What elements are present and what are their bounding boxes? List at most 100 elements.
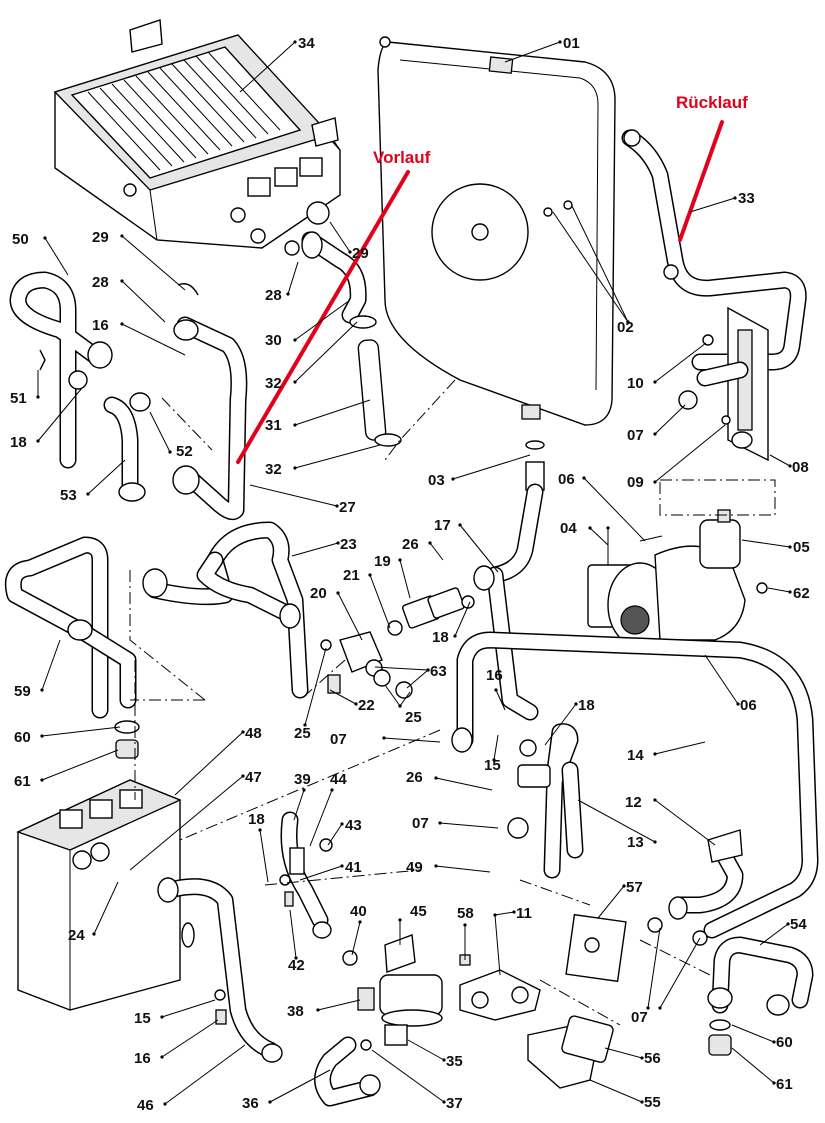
leader-dot-p09: [653, 480, 657, 484]
leader-dot-p15a: [492, 758, 496, 762]
part-label-p54: 54: [790, 916, 807, 933]
leader-dot-p18d: [258, 828, 262, 832]
leader-line-p04: [589, 527, 609, 546]
part-label-p16b: 16: [486, 667, 503, 684]
leader-line-p41: [299, 865, 343, 881]
leader-dot-p04-1: [606, 526, 610, 530]
part-label-p12: 12: [625, 794, 642, 811]
leader-line-p43: [327, 823, 343, 846]
part-label-p18d: 18: [248, 811, 265, 828]
pipe-13: [507, 723, 584, 879]
part-label-p23: 23: [340, 536, 357, 553]
pipe-12: [647, 829, 744, 946]
leader-line-p12: [654, 799, 716, 846]
leader-dot-p07a: [653, 432, 657, 436]
leader-dot-p59: [40, 688, 44, 692]
leader-line-p19: [399, 559, 411, 599]
leader-line-p46: [164, 1044, 246, 1105]
leader-line-p32b: [294, 444, 381, 469]
leader-line-p35: [407, 1039, 445, 1061]
leader-dot-p32b: [293, 466, 297, 470]
bracket-08: [678, 306, 769, 462]
leader-line-p53: [87, 459, 126, 495]
part-label-p06b: 06: [740, 697, 757, 714]
part-label-p19: 19: [374, 553, 391, 570]
part-label-p39: 39: [294, 771, 311, 788]
pipe-59: [4, 536, 140, 759]
leader-line-p63: [374, 666, 429, 671]
leader-line-p48: [174, 731, 244, 796]
leader-dot-p27: [335, 504, 339, 508]
leader-line-p06b: [704, 654, 739, 705]
part-label-p27: 27: [339, 499, 356, 516]
part-label-p09: 09: [627, 474, 644, 491]
pipe-31: [349, 315, 402, 447]
leader-dot-p19: [398, 558, 402, 562]
leader-dot-p37: [442, 1100, 446, 1104]
leader-line-p26b: [435, 777, 493, 791]
leader-line-p55: [589, 1079, 643, 1103]
leader-line-p39: [293, 789, 305, 821]
leader-dot-p11: [512, 910, 516, 914]
leader-line-p03: [452, 454, 531, 480]
part-label-p07d: 07: [631, 1009, 648, 1026]
leader-line-p26a: [429, 542, 444, 561]
leader-line-p22: [329, 689, 357, 705]
leader-dot-p39: [302, 788, 306, 792]
leader-dot-p12: [653, 798, 657, 802]
part-label-p49: 49: [406, 859, 423, 876]
leader-line-p61b: [731, 1047, 775, 1084]
leader-line-p25b: [384, 684, 401, 707]
leader-line-p60b: [731, 1024, 775, 1043]
leader-line-p56: [604, 1047, 643, 1059]
leader-dot-p25a: [303, 723, 307, 727]
leader-dot-p38: [316, 1008, 320, 1012]
leader-dot-p50: [43, 236, 47, 240]
leader-lines: [36, 40, 792, 1106]
expansion-tank-01: [377, 36, 616, 426]
leader-dot-p26a: [428, 541, 432, 545]
part-label-p21: 21: [343, 567, 360, 584]
part-label-p41: 41: [345, 859, 362, 876]
leader-dot-p15b: [160, 1015, 164, 1019]
leader-line-p16b: [495, 689, 506, 711]
leader-dot-p60b: [772, 1040, 776, 1044]
leader-line-p29b: [329, 221, 351, 253]
leader-line-p33: [689, 197, 736, 213]
part-label-p25b: 25: [405, 709, 422, 726]
leader-line-p17: [459, 524, 499, 573]
part-label-p61b: 61: [776, 1076, 793, 1093]
part-label-p14: 14: [627, 747, 644, 764]
leader-line-p16a: [121, 323, 186, 356]
leader-line-p54: [759, 923, 789, 946]
leader-dot-p43: [340, 822, 344, 826]
leader-line-p16c: [161, 1019, 219, 1058]
part-label-p46: 46: [137, 1097, 154, 1114]
leader-dot-p61b: [772, 1081, 776, 1085]
leader-dot-p22: [354, 702, 358, 706]
part-label-p18c: 18: [578, 697, 595, 714]
part-label-p56: 56: [644, 1050, 661, 1067]
leader-line-p44: [309, 789, 333, 847]
leader-dot-p02-1: [626, 320, 630, 324]
leader-line-p18b: [454, 601, 471, 637]
leader-dot-p60a: [40, 734, 44, 738]
leader-line-p11: [494, 911, 515, 916]
pipe-54: [707, 936, 814, 1056]
leader-dot-p55: [640, 1100, 644, 1104]
part-label-p52: 52: [176, 443, 193, 460]
leader-dot-p53: [86, 492, 90, 496]
part-label-p42: 42: [288, 957, 305, 974]
leader-dot-p56: [640, 1056, 644, 1060]
part-label-p45: 45: [410, 903, 427, 920]
leader-dot-p08: [788, 464, 792, 468]
leader-dot-p46: [163, 1102, 167, 1106]
leader-line-p40: [351, 921, 361, 956]
leader-line-p15b: [161, 999, 216, 1018]
part-label-p07c: 07: [412, 815, 429, 832]
leader-dot-p23: [336, 541, 340, 545]
leader-dot-p63-1: [426, 668, 430, 672]
leader-dot-p25b-1: [398, 704, 402, 708]
leader-line-p15a: [493, 734, 499, 761]
plate-exchanger-48: [16, 779, 195, 1011]
